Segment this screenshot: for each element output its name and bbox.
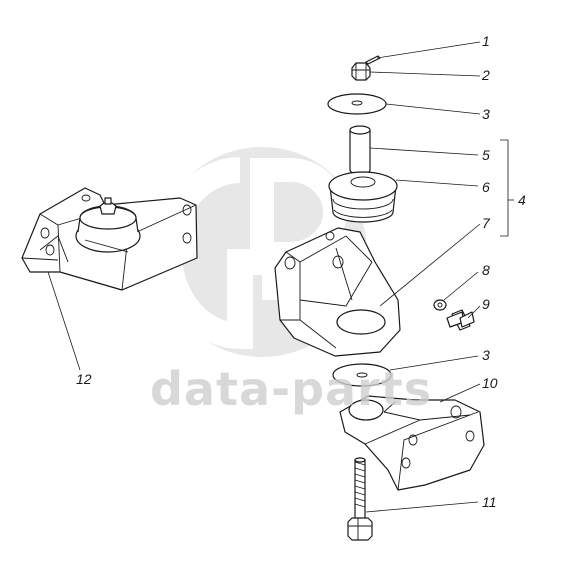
watermark-text: data-parts	[150, 362, 433, 416]
lock-washer-part-8	[433, 299, 447, 311]
washer-part-3-top	[327, 93, 387, 115]
callout-4: 4	[518, 192, 526, 208]
callout-7: 7	[482, 215, 490, 231]
callout-11: 11	[482, 494, 497, 510]
cotter-pin-part-1	[365, 55, 381, 65]
bolt-part-9	[446, 309, 475, 331]
castle-nut-part-2	[351, 62, 371, 81]
rubber-cushion-part-6	[328, 171, 398, 223]
callout-8: 8	[482, 262, 490, 278]
callout-9: 9	[482, 296, 490, 312]
leader-lines	[47, 41, 514, 513]
assembled-mount-part-12	[21, 187, 198, 291]
callout-5: 5	[482, 147, 490, 163]
callout-1: 1	[482, 33, 490, 49]
bracket-part-7	[274, 227, 401, 357]
callout-12: 12	[76, 371, 92, 387]
long-bolt-part-11	[347, 457, 373, 541]
callout-3-bottom: 3	[482, 347, 490, 363]
callout-2: 2	[482, 67, 490, 83]
bottom-bracket-part-10	[339, 395, 485, 491]
callout-3-top: 3	[482, 106, 490, 122]
callout-6: 6	[482, 179, 490, 195]
callout-10: 10	[482, 375, 498, 391]
sleeve-part-5	[349, 125, 371, 175]
washer-part-3-bottom	[332, 363, 392, 387]
